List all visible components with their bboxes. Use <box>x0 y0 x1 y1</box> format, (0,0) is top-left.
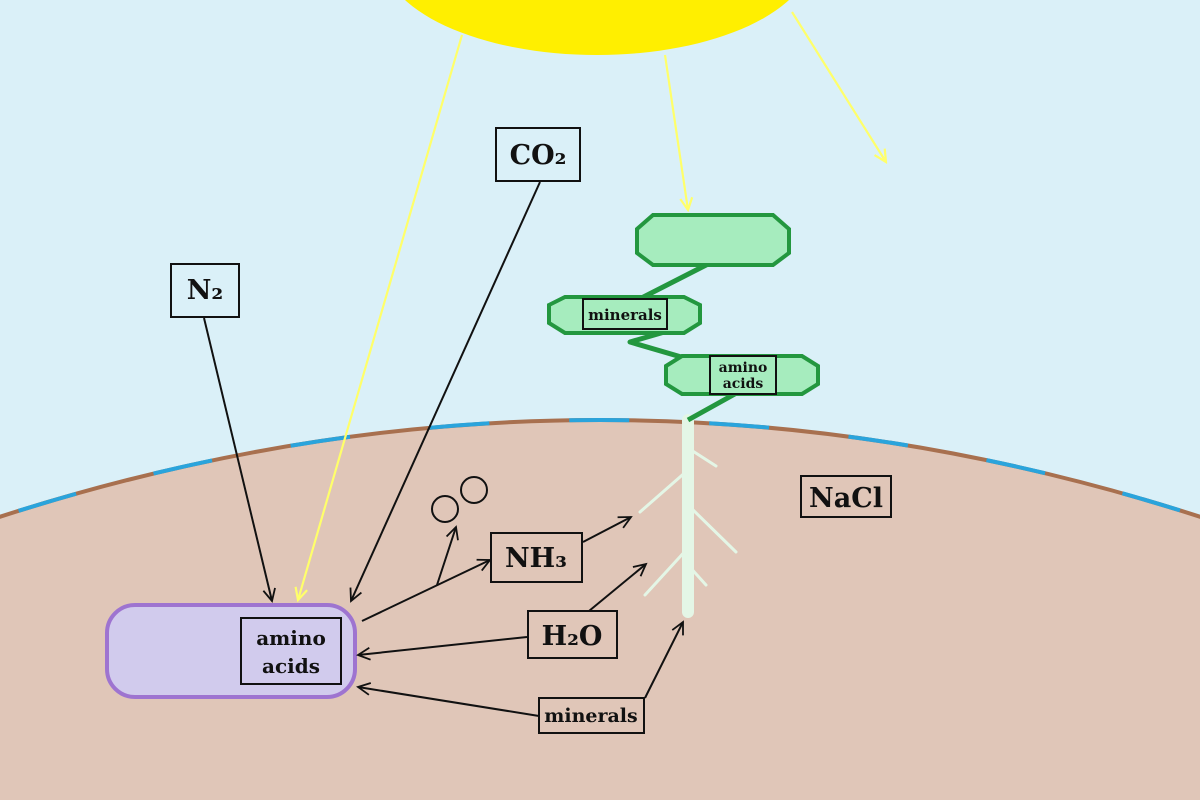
nacl-label: NaCl <box>809 483 883 514</box>
soil-minerals-label: minerals <box>544 705 637 727</box>
n2-label: N₂ <box>187 275 224 306</box>
co2-label: CO₂ <box>510 140 567 171</box>
leaf-top <box>637 215 789 265</box>
plant-minerals-label: minerals <box>588 306 662 324</box>
nh3-label: NH₃ <box>505 543 567 574</box>
h2o-label: H₂O <box>542 621 603 652</box>
cell-acids-label-line2: acids <box>262 654 320 678</box>
cell-amino-label-line1: amino <box>256 626 326 650</box>
plant-acids-label-line2: acids <box>723 376 764 392</box>
plant-amino-label-line1: amino <box>719 360 768 376</box>
